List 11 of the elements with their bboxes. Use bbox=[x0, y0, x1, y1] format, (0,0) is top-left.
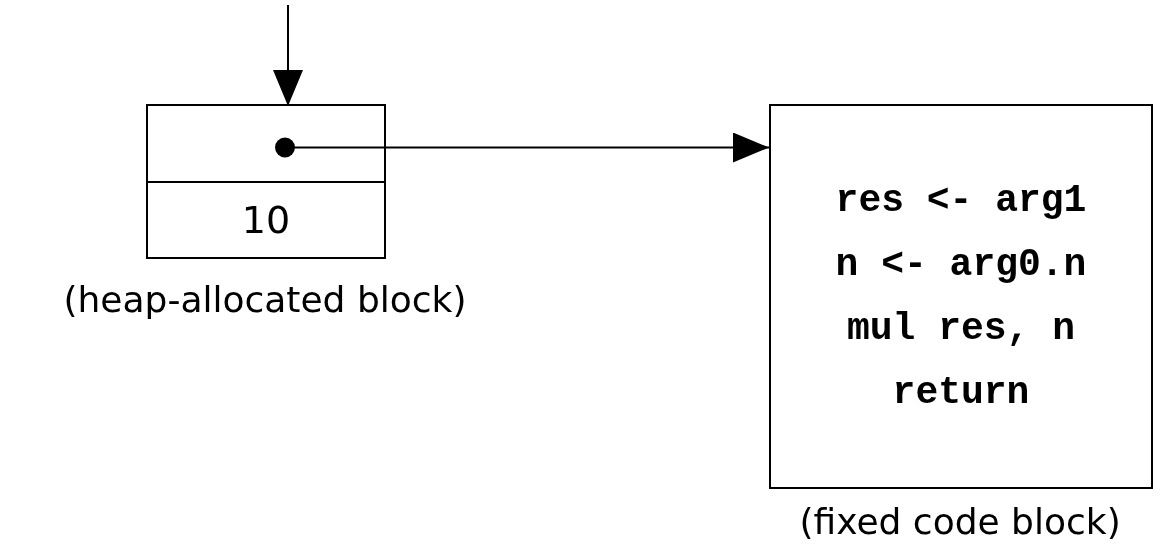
code-line: res <- arg1 bbox=[835, 181, 1087, 220]
memory-block bbox=[146, 104, 386, 259]
arrow bbox=[273, 4, 303, 107]
code-line: return bbox=[892, 373, 1030, 412]
node-label: (fixed code block) bbox=[799, 502, 1121, 542]
code-block bbox=[769, 104, 1153, 489]
pointer-arrow bbox=[275, 132, 770, 163]
code-line: mul res, n bbox=[846, 309, 1075, 348]
node-label: (heap-allocated block) bbox=[63, 280, 467, 320]
code-line: n <- arg0.n bbox=[835, 245, 1087, 284]
cell-value: 10 bbox=[241, 201, 291, 239]
